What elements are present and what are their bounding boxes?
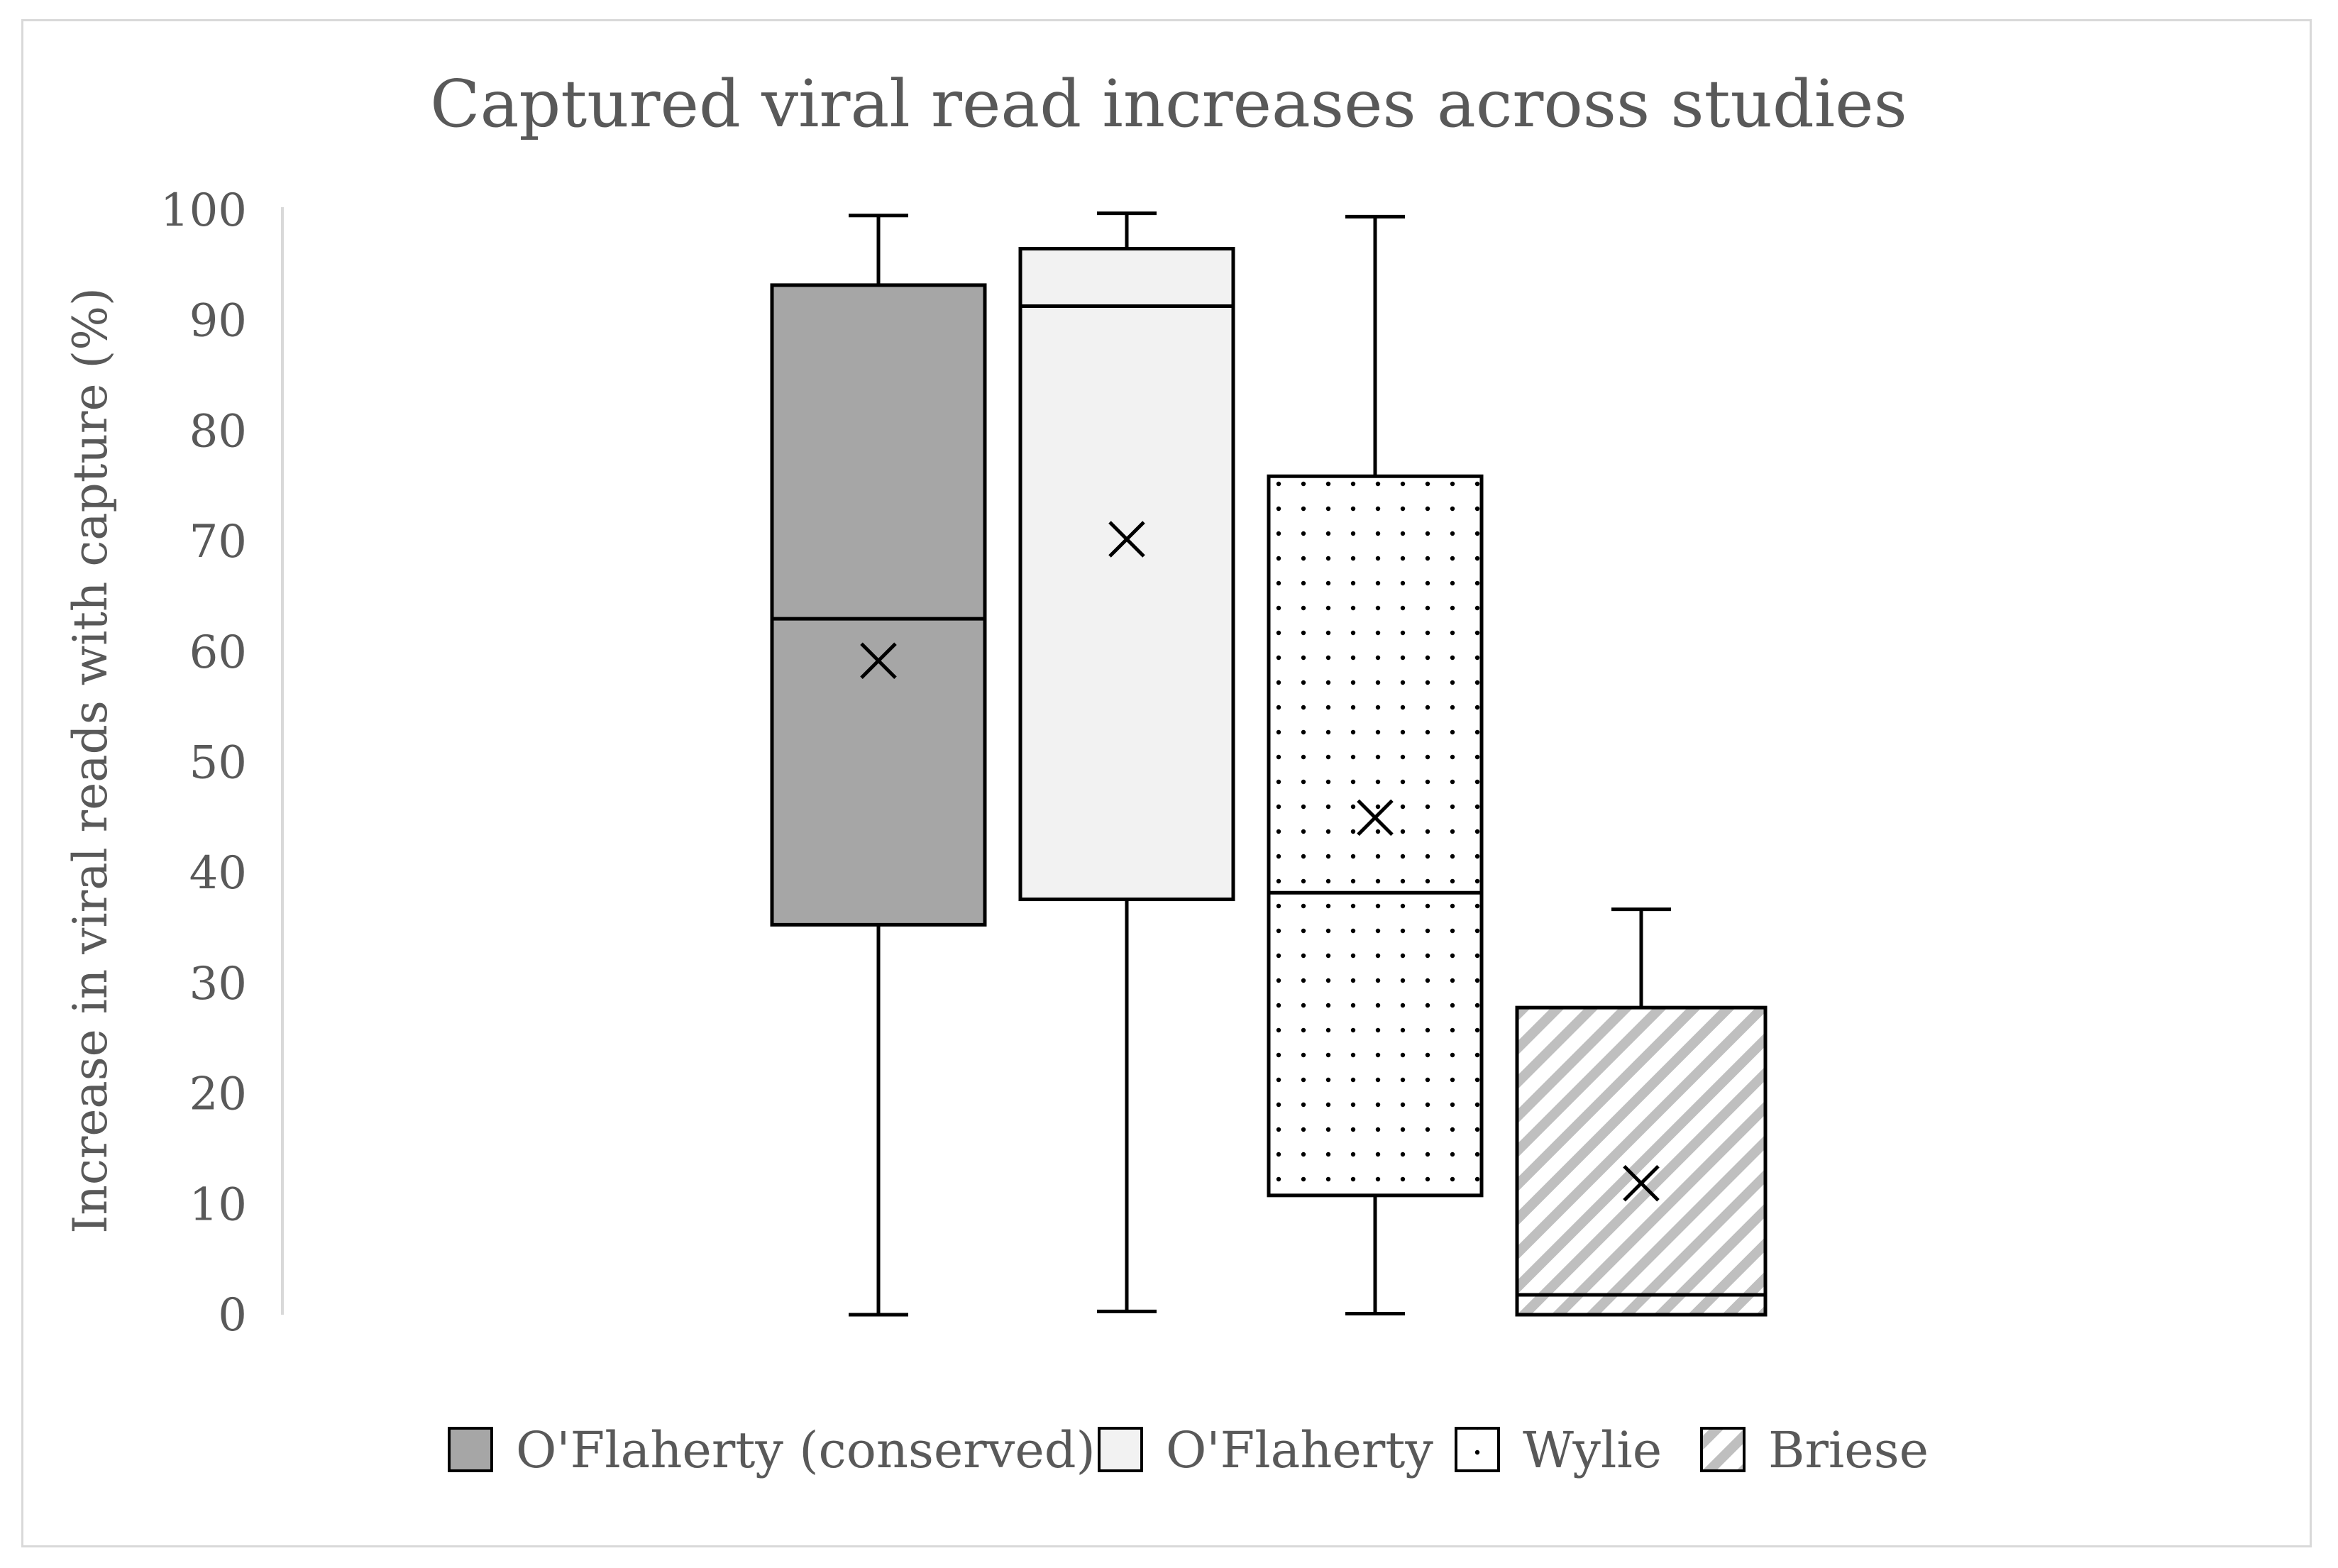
legend-label: O'Flaherty (conserved)	[516, 1421, 1096, 1479]
mean-marker-stroke-b	[1357, 799, 1394, 837]
y-tick-label: 100	[160, 184, 247, 237]
legend-item: Wylie	[1455, 1421, 1662, 1479]
box-series-group	[770, 211, 1768, 1317]
chart-title: Captured viral read increases across stu…	[430, 66, 1907, 142]
legend-swatch	[448, 1427, 493, 1472]
y-tick-label: 60	[189, 626, 247, 679]
y-tick-label: 0	[218, 1289, 247, 1342]
y-tick-label: 20	[189, 1069, 247, 1121]
legend-label: O'Flaherty	[1166, 1421, 1433, 1479]
chart-frame	[21, 19, 2312, 1547]
legend-swatch	[1098, 1427, 1143, 1472]
box-o-flaherty-conserved	[770, 214, 987, 1317]
legend-label: Wylie	[1523, 1421, 1662, 1479]
mean-marker-stroke-b	[1108, 521, 1145, 558]
iqr-box	[1515, 1005, 1768, 1317]
box-briese	[1515, 907, 1768, 1317]
legend-swatch	[1700, 1427, 1746, 1472]
iqr-box	[770, 283, 987, 927]
y-tick-label: 40	[189, 847, 247, 900]
legend-item: Briese	[1700, 1421, 1929, 1479]
y-tick-label: 50	[189, 737, 247, 790]
y-tick-label: 10	[189, 1178, 247, 1231]
legend-label: Briese	[1768, 1421, 1929, 1479]
mean-marker-stroke-b	[860, 642, 897, 680]
legend-item: O'Flaherty	[1098, 1421, 1433, 1479]
iqr-box	[1267, 474, 1484, 1198]
legend: O'Flaherty (conserved) O'Flaherty Wylie Bri…	[448, 1421, 1929, 1479]
y-axis-label: Increase in viral reads with capture (%)	[63, 287, 118, 1233]
y-tick-label: 80	[189, 405, 247, 458]
legend-swatch	[1455, 1427, 1500, 1472]
iqr-box	[1018, 246, 1235, 902]
y-axis: 0 10 20 30 40 50 60 70 80 90 100	[160, 184, 284, 1342]
y-tick-label: 70	[189, 516, 247, 568]
y-tick-label: 30	[189, 958, 247, 1010]
box-wylie	[1267, 214, 1484, 1315]
y-tick-label: 90	[189, 295, 247, 348]
legend-item: O'Flaherty (conserved)	[448, 1421, 1096, 1479]
box-o-flaherty	[1018, 211, 1235, 1313]
mean-marker-stroke-b	[1623, 1164, 1660, 1202]
